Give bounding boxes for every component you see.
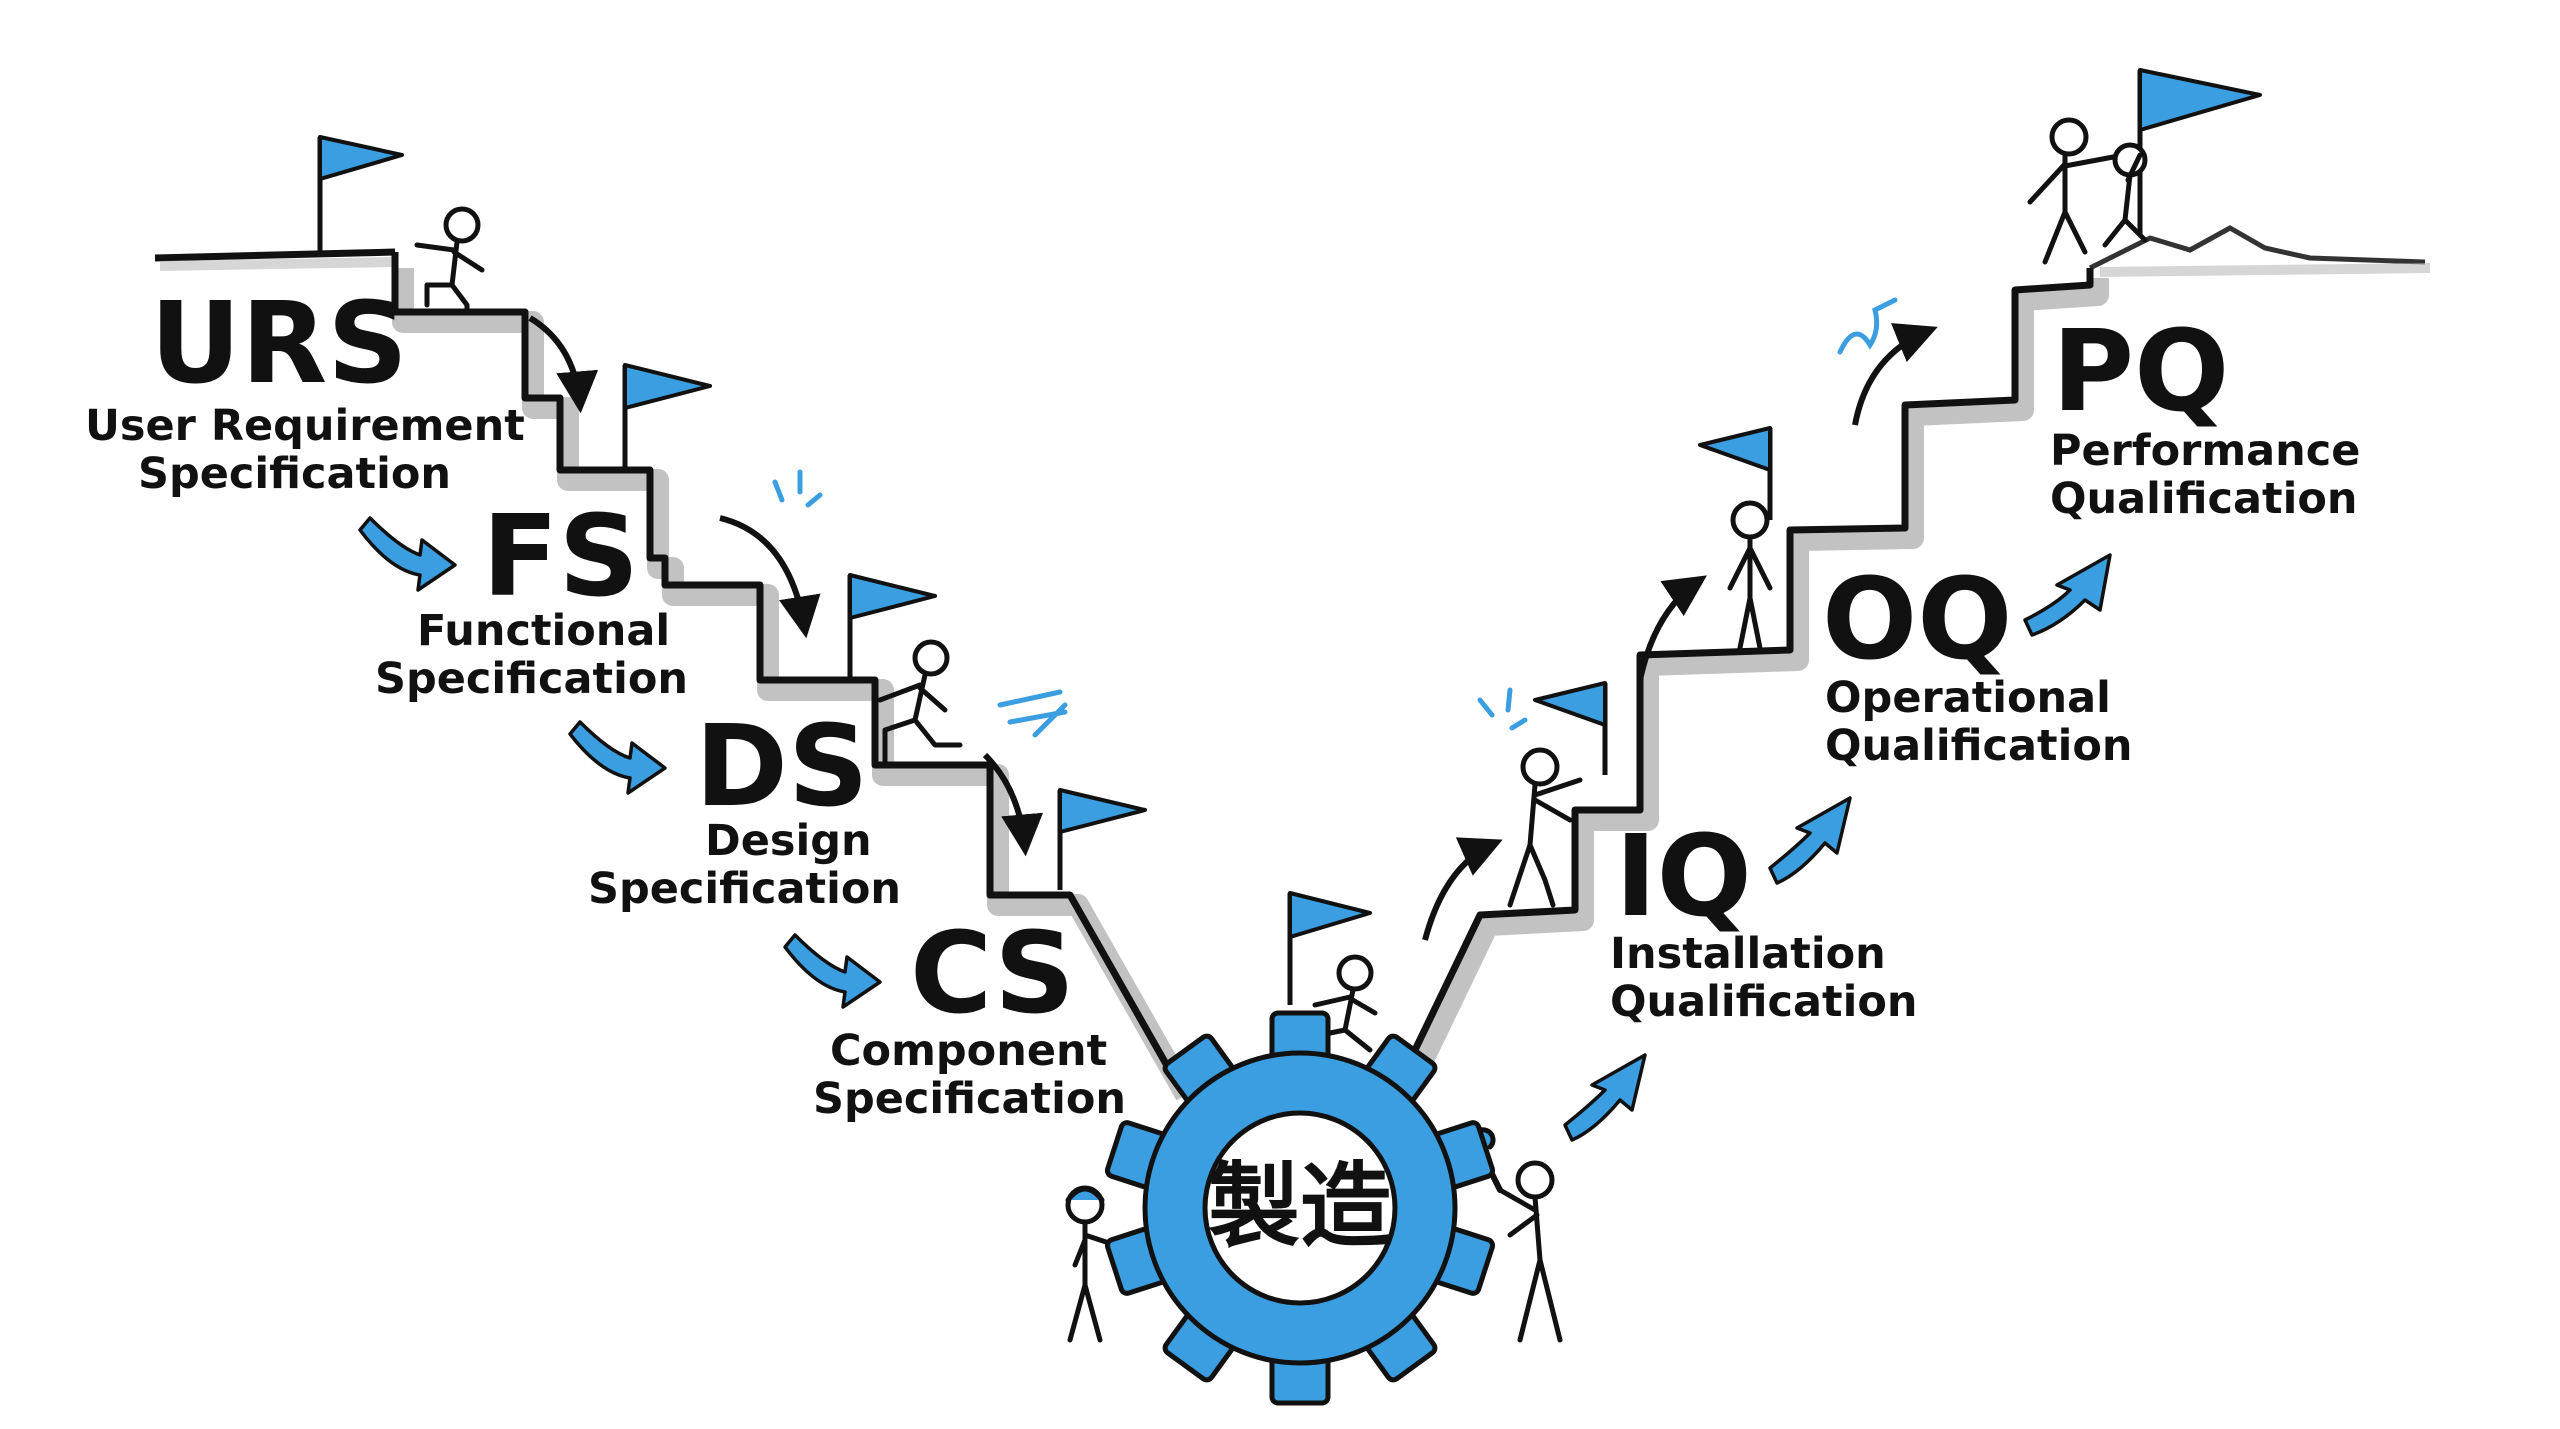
stage-pq: PQ Performance Qualification (2050, 307, 2360, 524)
stage-line1: Performance (2050, 426, 2360, 476)
gear-icon: 製造 (1104, 1010, 1496, 1406)
flag-icon (1287, 891, 1372, 1005)
arrow-icon (982, 752, 1044, 857)
stage-line2: Specification (588, 864, 901, 914)
flag-icon (622, 363, 712, 470)
stage-line2: Specification (813, 1074, 1126, 1124)
person-icon (2027, 117, 2143, 265)
stage-abbr: IQ (1615, 812, 1752, 942)
chevron-right-icon (358, 516, 457, 592)
arrow-icon (1637, 575, 1707, 681)
flag-icon (1698, 426, 1773, 520)
right-staircase (1411, 268, 2109, 1065)
stage-line1: User Requirement (85, 401, 525, 451)
stage-ds: DS Design Specification (588, 702, 901, 914)
stage-urs: URS User Requirement Specification (85, 279, 525, 499)
stage-line1: Installation (1610, 929, 1886, 979)
chevron-right-icon (568, 720, 667, 795)
chevron-right-icon (783, 933, 882, 1009)
stage-line1: Design (705, 816, 872, 866)
stage-abbr: FS (482, 492, 639, 622)
stage-line2: Specification (375, 654, 688, 704)
stage-line2: Qualification (1610, 977, 1918, 1027)
arrow-icon (719, 515, 821, 639)
stage-cs: CS Component Specification (813, 909, 1126, 1124)
chevron-right-icon (2023, 553, 2112, 637)
stick-figures (414, 117, 2148, 1343)
blue-arrows (358, 516, 2112, 1142)
person-icon (1065, 1185, 1133, 1343)
arrow-icon (528, 315, 599, 414)
stage-line2: Specification (138, 449, 451, 499)
flags (317, 68, 2262, 1005)
stage-oq: OQ Operational Qualification (1822, 555, 2133, 771)
sparkles (772, 297, 1898, 738)
flag-icon (317, 135, 404, 255)
person-icon (1470, 1127, 1563, 1343)
stage-fs: FS Functional Specification (375, 492, 688, 704)
person-icon (2102, 142, 2148, 248)
stage-abbr: PQ (2052, 307, 2229, 437)
stage-line1: Component (830, 1026, 1107, 1076)
chevron-right-icon (1768, 796, 1852, 885)
stage-abbr: OQ (1822, 555, 2012, 685)
person-icon (1507, 747, 1583, 908)
flag-icon (847, 573, 937, 680)
person-icon (414, 206, 485, 313)
person-icon (1312, 954, 1378, 1053)
arrow-icon (1422, 837, 1503, 941)
person-icon (877, 639, 963, 768)
flag-icon (2137, 68, 2262, 235)
black-arrows (528, 315, 1938, 941)
chevron-right-icon (1563, 1053, 1647, 1142)
stage-line1: Functional (417, 606, 670, 656)
stage-line2: Qualification (2050, 474, 2358, 524)
manufacturing-label: 製造 (1208, 1153, 1392, 1260)
stage-iq: IQ Installation Qualification (1610, 812, 1918, 1027)
stage-abbr: URS (150, 279, 408, 409)
left-staircase (391, 252, 1196, 1101)
stage-abbr: DS (695, 702, 869, 832)
arrow-icon (1852, 323, 1938, 426)
flag-icon (1057, 788, 1147, 890)
stage-line2: Qualification (1825, 721, 2133, 771)
top-ledges (154, 225, 2431, 277)
person-icon (1727, 500, 1773, 651)
flag-icon (1533, 681, 1608, 775)
stage-abbr: CS (910, 909, 1075, 1039)
stage-line1: Operational (1825, 673, 2111, 723)
